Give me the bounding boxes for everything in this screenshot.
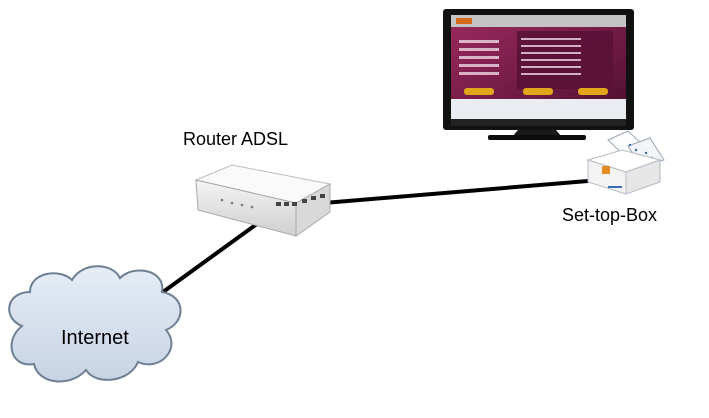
tv-icon bbox=[443, 9, 634, 140]
cable-router-settop bbox=[298, 179, 590, 207]
router-label: Router ADSL bbox=[183, 129, 289, 149]
set-top-box-label: Set-top-Box bbox=[562, 205, 658, 225]
adsl-router-icon bbox=[194, 164, 332, 237]
internet-label: Internet bbox=[61, 327, 129, 349]
set-top-box-icon bbox=[586, 130, 665, 195]
cloud-icon bbox=[8, 265, 182, 383]
